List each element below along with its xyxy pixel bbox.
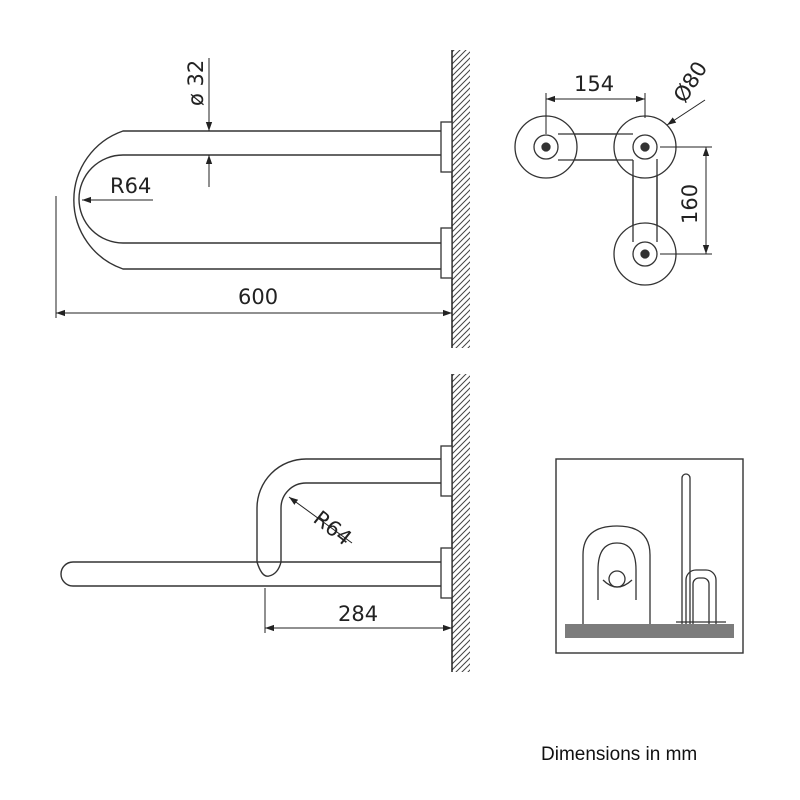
side-offset-label: 284 <box>338 602 378 626</box>
installation-sketch <box>555 458 744 654</box>
top-view: ø 32 R64 600 <box>55 50 470 348</box>
grab-bar-raised-icon <box>676 473 726 624</box>
side-bent-tube <box>256 458 441 577</box>
flange-upper <box>440 121 453 173</box>
units-note: Dimensions in mm <box>541 744 698 765</box>
flange-lower <box>440 227 453 279</box>
dim-flange-diameter <box>666 99 706 126</box>
side-view: R64 284 <box>60 374 470 672</box>
wall-side <box>451 374 470 672</box>
u-tube <box>73 130 441 270</box>
dim-flange-spacing-vertical <box>660 146 712 255</box>
length-label: 600 <box>238 285 278 309</box>
flange-spacing-vertical-label: 160 <box>678 184 702 224</box>
dim-side-offset <box>264 588 452 633</box>
dim-length <box>55 196 452 318</box>
floor <box>565 624 734 638</box>
toilet-icon <box>582 525 651 624</box>
flange-circle-left <box>514 115 578 179</box>
flange-side-lower <box>440 547 453 599</box>
dim-bend-radius-side <box>288 496 353 544</box>
side-bar <box>60 561 441 587</box>
bend-radius-top-label: R64 <box>110 174 151 198</box>
flange-circle-bottom <box>613 222 677 286</box>
flange-side-upper <box>440 445 453 497</box>
tube-diameter-label: ø 32 <box>184 60 208 106</box>
flange-spacing-horizontal-label: 154 <box>574 72 614 96</box>
flange-diameter-label: Ø80 <box>669 57 712 106</box>
bend-radius-side-label: R64 <box>309 506 356 550</box>
wall-top <box>451 50 470 348</box>
flange-layout-view: 154 Ø80 160 <box>514 57 712 286</box>
dim-flange-spacing-horizontal <box>545 93 646 134</box>
